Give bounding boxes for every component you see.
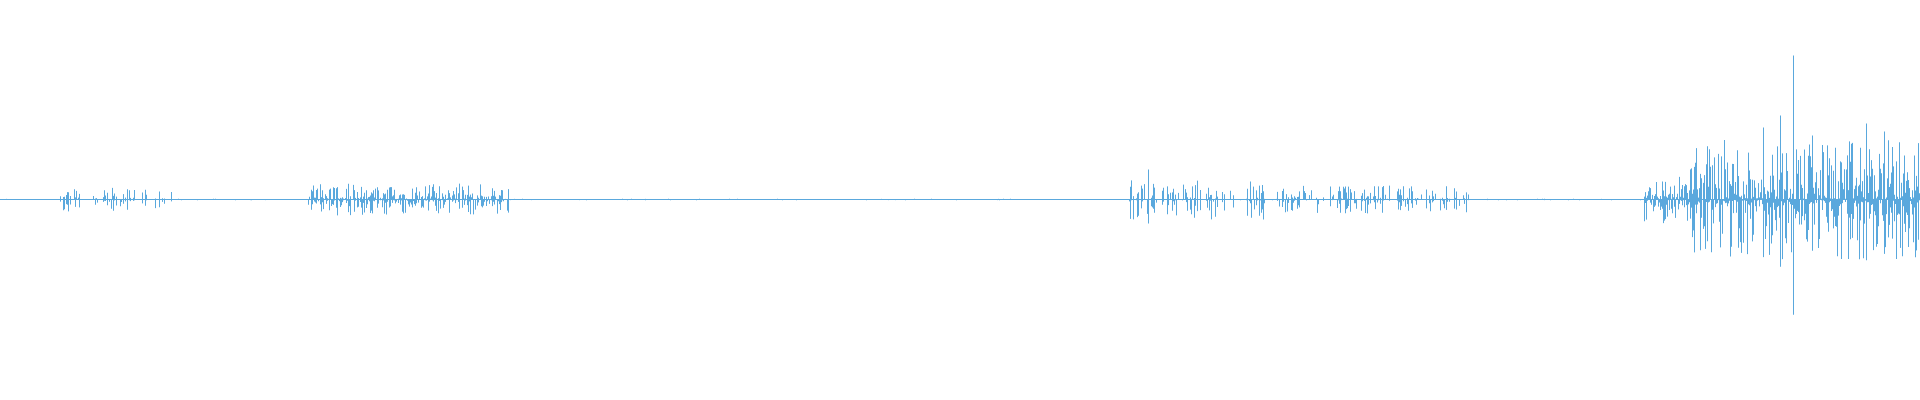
waveform-samples	[6, 55, 1920, 315]
waveform-trace	[6, 140, 1920, 260]
